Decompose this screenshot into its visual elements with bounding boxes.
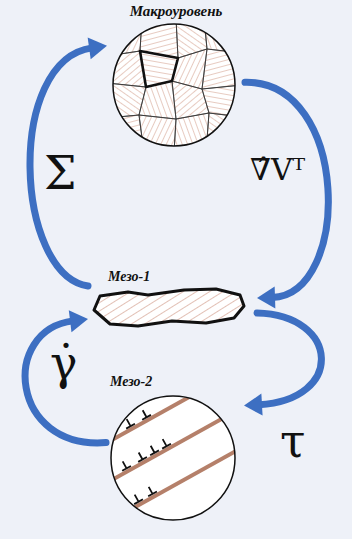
- slip-outline: [111, 396, 235, 520]
- arrow-label: τ: [280, 418, 305, 464]
- arrow-label: Σ: [44, 150, 77, 196]
- grain: [202, 49, 242, 89]
- slip-node: Мезо-2: [106, 373, 244, 521]
- flow-arrow: [244, 313, 321, 416]
- arrow-curve: [30, 48, 92, 286]
- grain-outline: [94, 289, 244, 326]
- slip-disc: [111, 396, 235, 520]
- dislocation-symbol: [122, 417, 135, 429]
- dislocation-symbol: [146, 443, 159, 455]
- dislocation-symbol: [158, 437, 171, 449]
- node-title: Макроуровень: [107, 2, 245, 20]
- node-title: Мезо-2: [106, 373, 244, 391]
- arrow-label: γ̇: [50, 340, 78, 386]
- node-title: Мезо-1: [88, 268, 257, 286]
- grain: [139, 81, 176, 119]
- arrow-curve: [245, 82, 328, 297]
- dislocation-symbol: [134, 450, 147, 462]
- polycrystal-node: Макроуровень: [107, 2, 245, 148]
- slip-line: [110, 411, 236, 481]
- dislocation-symbol: [130, 492, 143, 504]
- flow-arrow: [30, 37, 107, 286]
- arrow-head: [88, 37, 107, 59]
- grain-fill: [94, 289, 244, 326]
- polycrystal-figure: [107, 2, 245, 148]
- arrow-curve: [25, 321, 106, 443]
- flow-arrow: [245, 82, 328, 308]
- arrow-head: [257, 286, 275, 308]
- grain-set: [107, 18, 242, 153]
- grain: [202, 85, 242, 117]
- arrow-curve: [257, 313, 321, 405]
- dislocation-set: [118, 408, 171, 504]
- grain-node: Мезо-1: [88, 268, 257, 328]
- dislocation-symbol: [144, 484, 157, 496]
- grain: [172, 81, 209, 119]
- slip-set: [110, 371, 236, 521]
- grain: [174, 113, 209, 153]
- arrow-label: ∇̂Vᵀ: [250, 155, 305, 185]
- dislocation-symbol: [138, 408, 151, 420]
- grain: [139, 115, 176, 153]
- dislocation-symbol: [118, 459, 131, 471]
- slip-line: [110, 451, 236, 521]
- arrow-head: [69, 310, 88, 332]
- arrow-head: [244, 394, 263, 416]
- slip-figure: [106, 373, 244, 521]
- polycrystal-outline: [113, 24, 235, 146]
- selected-grain: [140, 51, 178, 87]
- flow-arrow: [25, 310, 106, 443]
